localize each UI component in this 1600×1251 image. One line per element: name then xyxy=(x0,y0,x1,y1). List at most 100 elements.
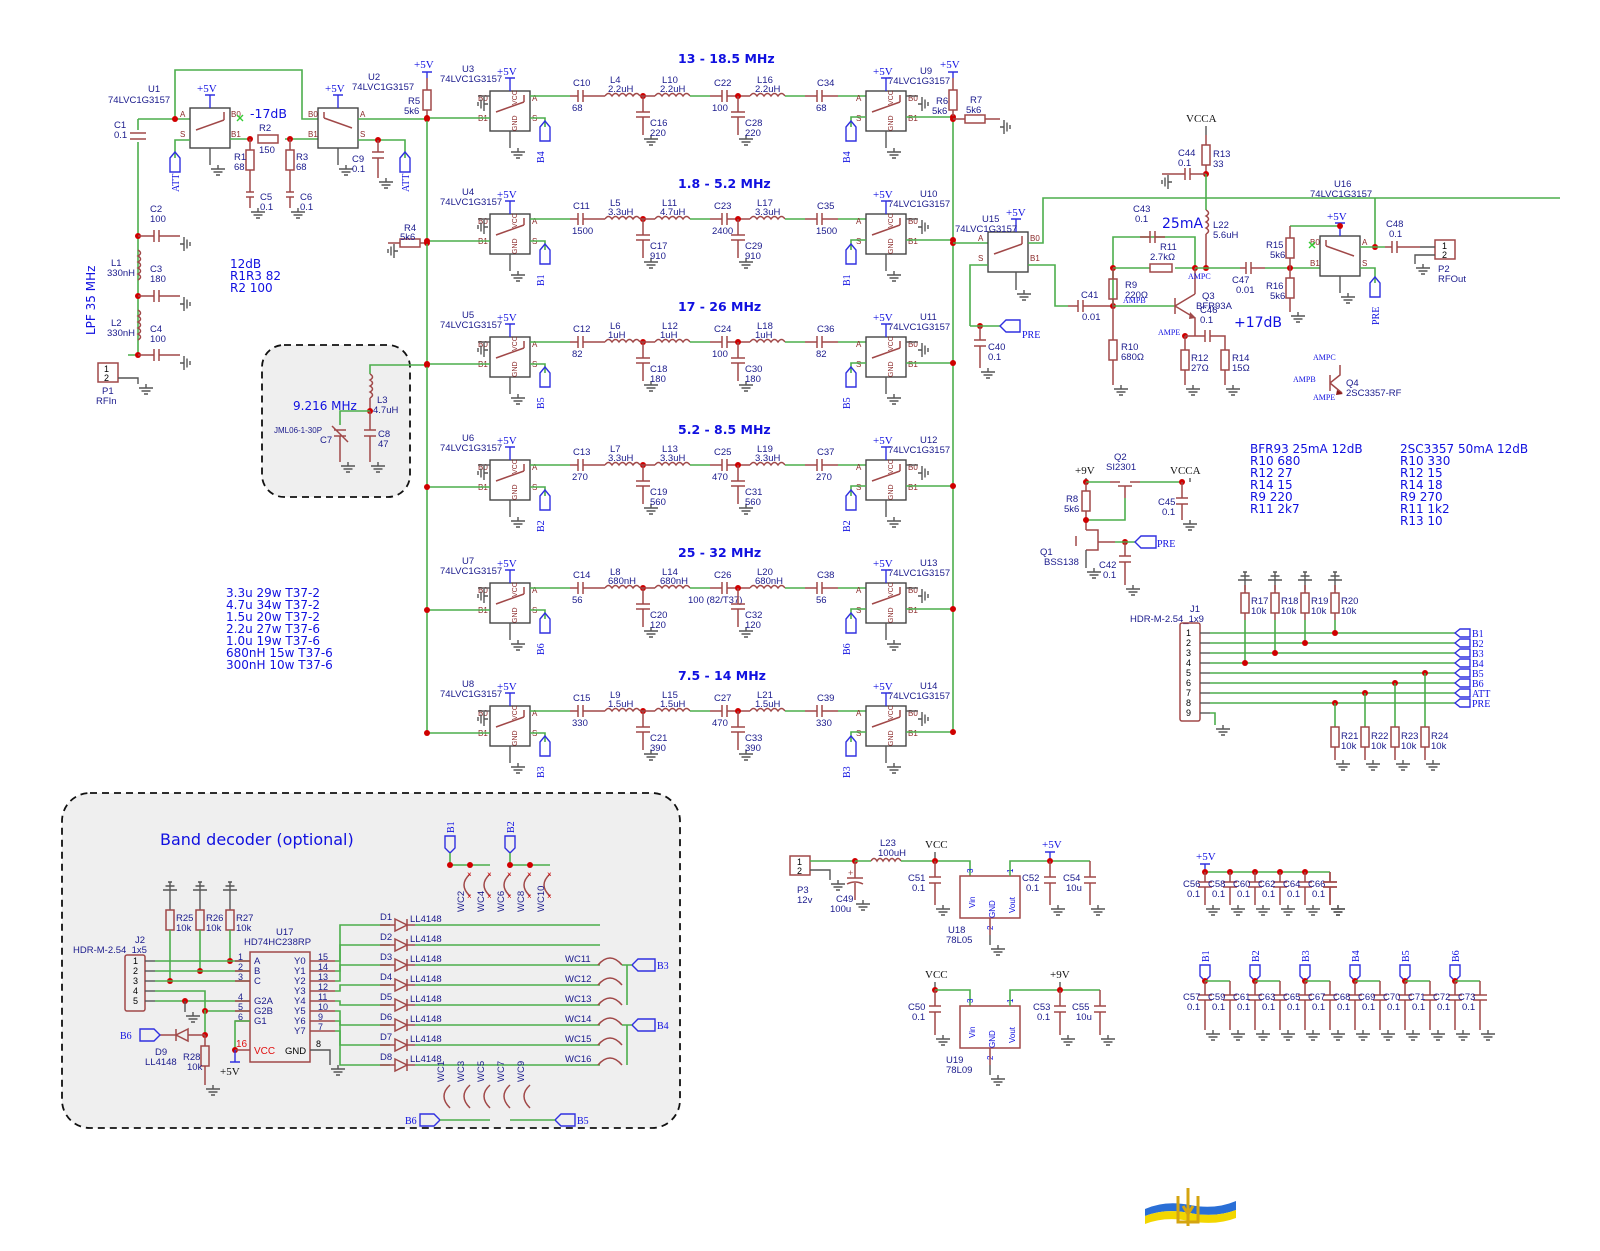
net-port-att: ATT xyxy=(1472,689,1490,700)
svg-text:B6: B6 xyxy=(405,1116,417,1127)
svg-text:U13: U13 xyxy=(920,558,937,569)
svg-text:56: 56 xyxy=(572,595,583,606)
svg-text:A: A xyxy=(180,110,186,119)
svg-text:R8: R8 xyxy=(1066,494,1078,505)
svg-text:180: 180 xyxy=(650,374,666,385)
svg-text:U10: U10 xyxy=(920,189,937,200)
svg-text:WC1: WC1 xyxy=(436,1061,447,1082)
svg-text:R20: R20 xyxy=(1341,596,1358,607)
svg-text:74LVC1G3157: 74LVC1G3157 xyxy=(888,691,950,702)
svg-text:B0: B0 xyxy=(231,110,241,119)
svg-text:×: × xyxy=(507,870,512,879)
svg-text:GND: GND xyxy=(285,1046,306,1057)
svg-text:74LVC1G3157: 74LVC1G3157 xyxy=(352,82,414,93)
svg-text:AMPB: AMPB xyxy=(1123,296,1146,305)
svg-text:5: 5 xyxy=(1186,668,1191,678)
svg-text:GND: GND xyxy=(512,115,519,131)
svg-text:220: 220 xyxy=(745,128,761,139)
svg-text:1: 1 xyxy=(104,364,109,374)
svg-text:5k6: 5k6 xyxy=(404,106,419,117)
svg-text:1uH: 1uH xyxy=(660,330,678,341)
decoupling-caps: +5VC560.1C580.1C600.1C620.1C640.1C660.1B… xyxy=(1183,851,1496,1041)
svg-text:P3: P3 xyxy=(797,885,809,896)
svg-text:B1: B1 xyxy=(1030,254,1040,263)
svg-text:0.1: 0.1 xyxy=(1262,889,1275,900)
svg-text:B0: B0 xyxy=(478,217,488,226)
svg-text:C36: C36 xyxy=(817,324,834,335)
svg-text:R19: R19 xyxy=(1311,596,1328,607)
ctl-port xyxy=(845,365,857,388)
svg-text:Y2: Y2 xyxy=(294,976,306,987)
svg-text:1500: 1500 xyxy=(572,226,593,237)
svg-text:VCC: VCC xyxy=(888,705,895,720)
svg-text:U5: U5 xyxy=(462,310,474,321)
svg-text:WC8: WC8 xyxy=(516,891,527,912)
svg-text:R3: R3 xyxy=(296,152,308,163)
svg-text:S: S xyxy=(856,606,861,615)
svg-text:C30: C30 xyxy=(745,364,762,375)
ctl-port xyxy=(539,365,551,388)
svg-text:VCC: VCC xyxy=(254,1046,275,1057)
svg-text:+5V: +5V xyxy=(873,189,893,201)
svg-text:VCC: VCC xyxy=(512,336,519,351)
svg-text:C72: C72 xyxy=(1433,992,1450,1003)
svg-text:GND: GND xyxy=(888,115,895,131)
ctl-port xyxy=(539,488,551,511)
svg-text:C5: C5 xyxy=(260,192,272,203)
svg-text:1: 1 xyxy=(797,857,802,867)
svg-text:2: 2 xyxy=(1186,638,1191,648)
svg-text:C48: C48 xyxy=(1386,219,1403,230)
svg-text:220Ω: 220Ω xyxy=(1125,290,1148,301)
svg-text:R25: R25 xyxy=(176,913,193,924)
svg-text:R6: R6 xyxy=(936,96,948,107)
svg-text:+5V: +5V xyxy=(414,59,434,71)
svg-text:78L05: 78L05 xyxy=(946,935,972,946)
svg-text:C53: C53 xyxy=(1033,1002,1050,1013)
svg-text:VCC: VCC xyxy=(512,459,519,474)
svg-text:1: 1 xyxy=(238,952,243,962)
svg-text:Y5: Y5 xyxy=(294,1006,306,1017)
svg-text:Vin: Vin xyxy=(968,897,977,908)
svg-text:100 (82/T37): 100 (82/T37) xyxy=(688,595,742,606)
svg-text:74LVC1G3157: 74LVC1G3157 xyxy=(888,76,950,87)
svg-text:D8: D8 xyxy=(380,1052,392,1063)
svg-text:R14: R14 xyxy=(1232,353,1249,364)
svg-text:L8: L8 xyxy=(610,567,621,578)
switch-u15 xyxy=(987,231,1029,273)
svg-text:+: + xyxy=(848,868,853,878)
svg-text:C46: C46 xyxy=(1200,305,1217,316)
svg-text:SI2301: SI2301 xyxy=(1106,462,1136,473)
svg-text:D6: D6 xyxy=(380,1012,392,1023)
svg-text:470: 470 xyxy=(712,472,728,483)
svg-text:C19: C19 xyxy=(650,487,667,498)
rf-out-connector[interactable] xyxy=(1434,239,1456,260)
svg-text:0.1: 0.1 xyxy=(1462,1002,1475,1013)
svg-text:R12: R12 xyxy=(1191,353,1208,364)
rf-in-connector[interactable] xyxy=(97,362,119,383)
svg-text:+5V: +5V xyxy=(873,435,893,447)
svg-text:A: A xyxy=(532,217,538,226)
power-connector-p3[interactable] xyxy=(789,855,811,876)
svg-text:220: 220 xyxy=(650,128,666,139)
svg-text:R7: R7 xyxy=(970,95,982,106)
svg-text:VCC: VCC xyxy=(925,839,948,851)
svg-text:15: 15 xyxy=(318,952,328,962)
svg-text:10k: 10k xyxy=(1341,606,1357,617)
svg-text:100uH: 100uH xyxy=(878,848,906,859)
svg-text:VCC: VCC xyxy=(888,582,895,597)
ctl-port xyxy=(539,242,551,265)
svg-text:B1: B1 xyxy=(908,114,918,123)
svg-text:AMPB: AMPB xyxy=(1293,375,1316,384)
svg-text:C40: C40 xyxy=(988,342,1005,353)
svg-text:+5V: +5V xyxy=(497,435,517,447)
svg-text:×: × xyxy=(467,892,472,901)
svg-text:C52: C52 xyxy=(1022,873,1039,884)
svg-text:LL4148: LL4148 xyxy=(410,954,442,965)
svg-text:B3: B3 xyxy=(536,766,547,778)
svg-text:3.3uH: 3.3uH xyxy=(608,453,633,464)
svg-text:9: 9 xyxy=(318,1012,323,1022)
svg-text:A: A xyxy=(532,340,538,349)
svg-text:C6: C6 xyxy=(300,192,312,203)
